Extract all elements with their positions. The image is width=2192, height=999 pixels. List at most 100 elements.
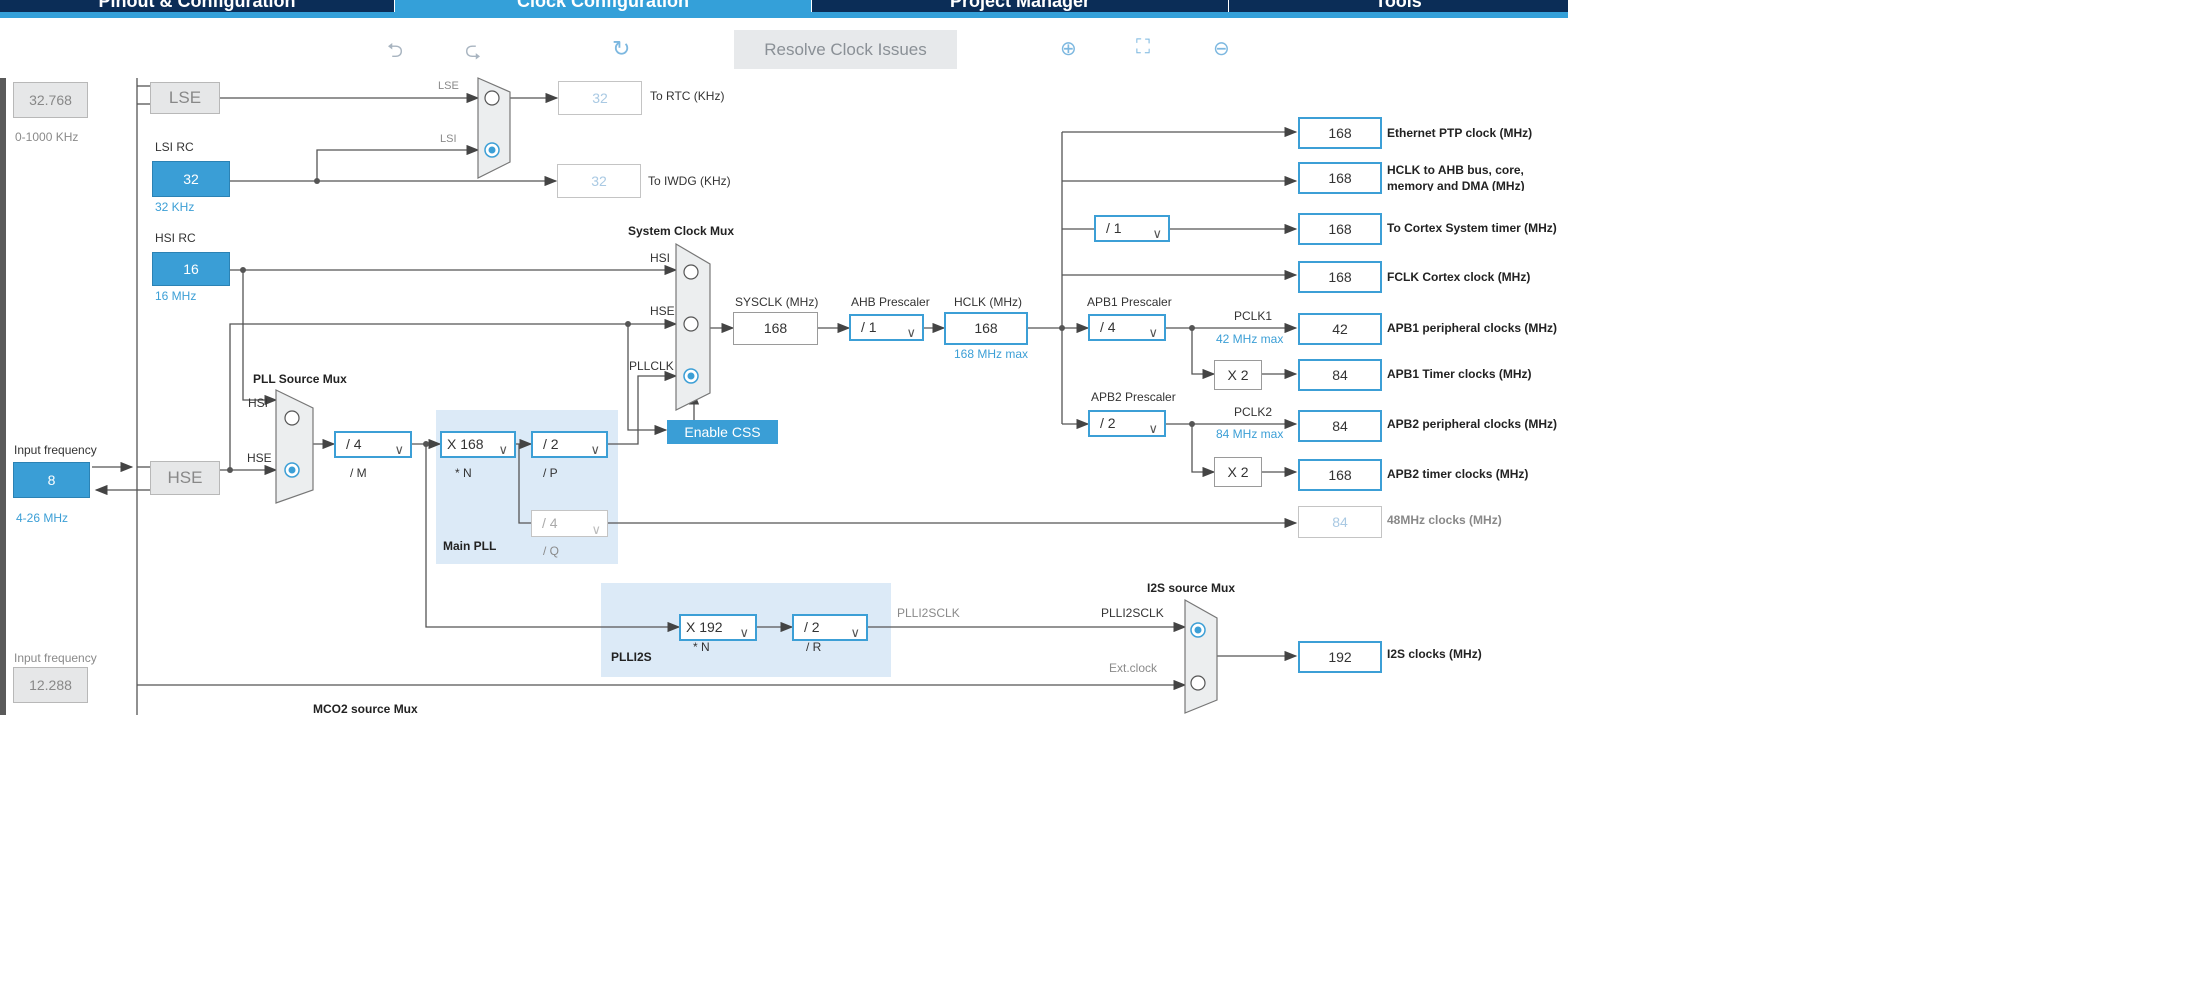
apb2-peripheral-clocks-value[interactable]: 84 [1298, 410, 1382, 442]
plli2s-n-label: * N [693, 640, 710, 654]
cortex-timer-divider-value: / 1 [1106, 220, 1122, 236]
chevron-down-icon: ∨ [498, 441, 508, 457]
plli2s-n-select[interactable]: X 192∨ [679, 614, 757, 641]
chevron-down-icon: ∨ [1148, 420, 1158, 436]
apb2-timer-multiplier: X 2 [1214, 457, 1262, 487]
enable-css-button[interactable]: Enable CSS [667, 420, 778, 444]
ahb-prescaler-value: / 1 [861, 319, 877, 335]
iwdg-label: To IWDG (KHz) [648, 174, 731, 188]
hse-input-title: Input frequency [14, 443, 97, 457]
pclk2-max-label: 84 MHz max [1216, 427, 1284, 441]
pll-n-select[interactable]: X 168 ∨ [440, 431, 516, 458]
sysclk-label: SYSCLK (MHz) [735, 295, 819, 309]
i2s-clocks-value[interactable]: 192 [1298, 641, 1382, 673]
pclk1-max-label: 42 MHz max [1216, 332, 1284, 346]
hse-block[interactable]: HSE [150, 461, 220, 495]
hsi-value-box[interactable]: 16 [152, 252, 230, 286]
fit-screen-icon[interactable]: ⛶ [1136, 36, 1150, 58]
hclk-input-field[interactable]: 168 [944, 312, 1028, 345]
pll-p-select[interactable]: / 2 ∨ [531, 431, 608, 458]
reset-icon[interactable]: ↻ [612, 36, 631, 61]
i2s-input-field[interactable]: 12.288 [13, 667, 88, 703]
apb1-prescaler-select[interactable]: / 4∨ [1088, 314, 1166, 341]
sysclk-value-box: 168 [733, 312, 818, 345]
pll-m-value: / 4 [346, 436, 362, 452]
lse-input-field[interactable]: 32.768 [13, 82, 88, 118]
undo-icon[interactable]: ⮌ [387, 40, 404, 62]
hse-input-field[interactable]: 8 [13, 462, 90, 498]
main-pll-title: Main PLL [443, 539, 497, 553]
tab-label: Tools [1375, 0, 1422, 11]
cortex-system-timer-value[interactable]: 168 [1298, 213, 1382, 245]
chevron-down-icon: ∨ [739, 624, 749, 640]
cortex-timer-divider-select[interactable]: / 1 ∨ [1094, 215, 1170, 242]
apb2-timer-clocks-value[interactable]: 168 [1298, 459, 1382, 491]
tab-project-manager[interactable]: Project Manager [812, 0, 1229, 12]
ethernet-ptp-clock-label: Ethernet PTP clock (MHz) [1387, 126, 1533, 140]
pll-n-value: X 168 [447, 436, 484, 452]
tab-label: Pinout & Configuration [98, 0, 296, 11]
apb2-peripheral-clocks-label: APB2 peripheral clocks (MHz) [1387, 417, 1558, 431]
i2s-mux-ext-label: Ext.clock [1109, 661, 1158, 675]
pll-source-mux [275, 389, 314, 504]
apb2-timer-clocks-label: APB2 timer clocks (MHz) [1387, 467, 1529, 481]
apb1-peripheral-clocks-value[interactable]: 42 [1298, 313, 1382, 345]
i2s-source-mux-title: I2S source Mux [1147, 581, 1236, 595]
resolve-clock-issues-button[interactable]: Resolve Clock Issues [734, 30, 957, 69]
pll-source-hsi-label: HSI [248, 396, 269, 410]
hclk-ahb-value[interactable]: 168 [1298, 162, 1382, 194]
pll-m-label: / M [350, 466, 367, 480]
apb2-prescaler-label: APB2 Prescaler [1091, 390, 1176, 404]
lse-block[interactable]: LSE [150, 82, 220, 114]
plli2s-r-label: / R [806, 640, 822, 654]
pll-p-value: / 2 [543, 436, 559, 452]
pll-m-select[interactable]: / 4 ∨ [334, 431, 412, 458]
apb2-prescaler-select[interactable]: / 2 ∨ [1088, 410, 1166, 437]
lse-range-label: 0-1000 KHz [15, 130, 79, 144]
zoom-out-icon[interactable]: ⊖ [1213, 38, 1230, 60]
tab-tools[interactable]: Tools [1229, 0, 1569, 12]
iwdg-value-box: 32 [557, 164, 641, 198]
tab-label: Clock Configuration [517, 0, 689, 11]
ahb-prescaler-select[interactable]: / 1 ∨ [849, 314, 924, 341]
chevron-down-icon: ∨ [394, 441, 404, 457]
pll-q-label: / Q [543, 544, 560, 558]
sys-mux-pllclk-label: PLLCLK [629, 359, 674, 373]
plli2s-title: PLLI2S [611, 650, 652, 664]
sys-mux-hsi-label: HSI [650, 251, 671, 265]
ethernet-ptp-clock-value[interactable]: 168 [1298, 117, 1382, 149]
zoom-in-icon[interactable]: ⊕ [1060, 38, 1077, 60]
chevron-down-icon: ∨ [590, 441, 600, 457]
tab-clock-configuration[interactable]: Clock Configuration [395, 0, 812, 12]
chevron-down-icon: ∨ [1148, 324, 1158, 340]
plli2s-r-select[interactable]: / 2 ∨ [792, 614, 868, 641]
chevron-down-icon: ∨ [850, 624, 860, 640]
hsi-title: HSI RC [155, 231, 196, 245]
mco2-source-mux-title: MCO2 source Mux [313, 702, 418, 716]
apb1-timer-multiplier: X 2 [1214, 360, 1262, 390]
fclk-cortex-value[interactable]: 168 [1298, 261, 1382, 293]
hclk-max-label: 168 MHz max [954, 347, 1029, 361]
apb2-prescaler-value: / 2 [1100, 415, 1116, 431]
tab-pinout-configuration[interactable]: Pinout & Configuration [0, 0, 395, 12]
i2s-input-title: Input frequency [14, 651, 97, 665]
plli2sclk-label: PLLI2SCLK [897, 606, 960, 620]
lsi-value-box[interactable]: 32 [152, 161, 230, 197]
lsi-title: LSI RC [155, 140, 194, 154]
48mhz-clocks-value: 84 [1298, 506, 1382, 538]
rtc-label: To RTC (KHz) [650, 89, 725, 103]
rtc-mux-lsi-label: LSI [440, 133, 457, 145]
plli2s-r-value: / 2 [804, 619, 820, 635]
clock-wiring [92, 77, 1298, 715]
redo-icon[interactable]: ⮎ [465, 40, 482, 62]
pll-q-select[interactable]: / 4∨ [531, 510, 608, 537]
apb1-peripheral-clocks-label: APB1 peripheral clocks (MHz) [1387, 321, 1558, 335]
apb1-timer-clocks-label: APB1 Timer clocks (MHz) [1387, 367, 1532, 381]
apb1-timer-clocks-value[interactable]: 84 [1298, 359, 1382, 391]
i2s-source-mux [1184, 598, 1218, 714]
chevron-down-icon: ∨ [1152, 225, 1162, 241]
sys-mux-hse-label: HSE [650, 304, 675, 318]
ahb-prescaler-label: AHB Prescaler [851, 295, 930, 309]
chevron-down-icon: ∨ [906, 324, 916, 340]
pll-n-label: * N [455, 466, 472, 480]
